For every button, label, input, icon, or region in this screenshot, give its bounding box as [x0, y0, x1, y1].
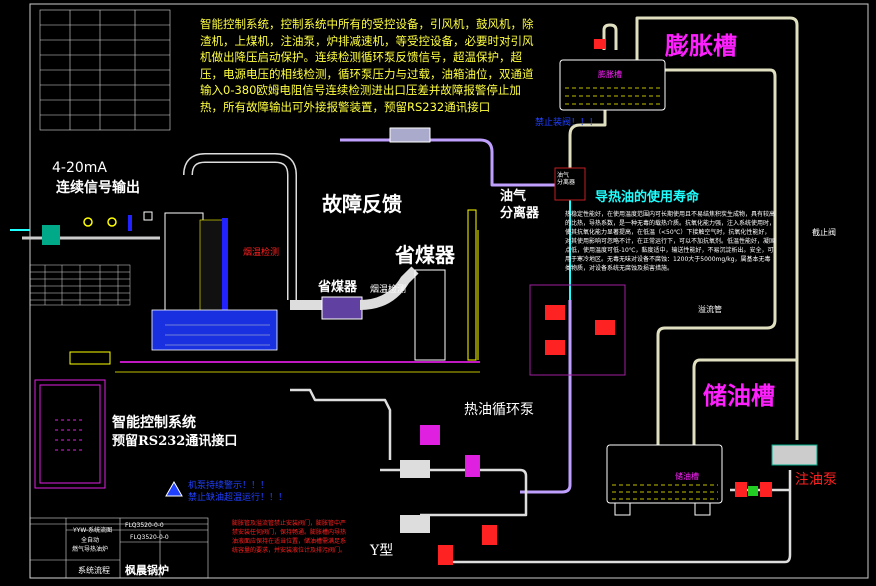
circulation-pumps — [400, 425, 497, 565]
flue-temp-label: 烟温检测 — [243, 248, 280, 258]
title-product: 全自动 燃气导热油炉 — [72, 537, 109, 553]
oil-life-title: 导热油的使用寿命 — [595, 190, 700, 205]
separator-box-label: 油气 分离器 — [557, 172, 576, 187]
warning-icon — [165, 480, 183, 497]
thermometer-icon — [128, 215, 132, 231]
gate-valve-icon — [42, 225, 60, 245]
fault-feedback-label: 故障反馈 — [322, 192, 402, 216]
economizer-label: 省煤器 — [318, 280, 358, 295]
parameter-table-mid — [29, 264, 131, 306]
y-filter-icon — [748, 486, 758, 496]
warning-text-1: 机泵持续警示！！！ — [188, 481, 270, 491]
boiler — [69, 153, 480, 373]
valve-icon — [760, 482, 772, 497]
no-valve-warning: 禁止装阀！！！ — [535, 118, 599, 128]
y-type-label: Y型 — [370, 543, 394, 559]
expansion-tank-title: 膨胀槽 — [665, 31, 737, 60]
fill-pump-icon — [771, 444, 818, 466]
reducer-icon — [69, 351, 111, 365]
chimney — [467, 209, 477, 361]
sensor-icon — [143, 211, 153, 221]
fill-pump-label: 注油泵 — [795, 472, 837, 488]
oil-life-note: 热稳定性能好，在使用温度范围内可长期使用且不易结焦积炭生成物，具有较高的比热，导… — [565, 211, 776, 272]
expansion-tank — [559, 39, 666, 111]
oil-pipes — [290, 16, 799, 564]
overflow-pipe-label: 溢流管 — [698, 305, 722, 314]
title-drawing-no-2: FLQ3520-0-0 — [130, 534, 169, 541]
valve-group — [529, 284, 626, 376]
signal-output-label: 连续信号输出 — [56, 180, 140, 196]
rs232-label: 预留RS232通讯接口 — [112, 434, 238, 449]
control-system-label: 智能控制系统 — [112, 415, 196, 431]
signal-range-label: 4-20mA — [52, 160, 107, 176]
title-drawing-no: FLQ3520-0-0 — [125, 522, 164, 529]
valve-icon — [594, 39, 606, 49]
storage-tank — [606, 444, 818, 516]
flue-temp-label: 烟温检测 — [370, 285, 407, 295]
control-system-description: 智能控制系统，控制系统中所有的受控设备，引风机，鼓风机，除渣机，上煤机，注油泵，… — [200, 17, 534, 114]
storage-tank-title: 储油槽 — [703, 381, 775, 410]
storage-tank-label: 储油槽 — [675, 472, 699, 481]
title-sheet: 系统流程 — [78, 566, 110, 575]
oil-gas-separator-label: 油气 分离器 — [500, 189, 540, 221]
pressure-gauge-icon — [107, 217, 117, 227]
circulation-pump-label: 热油循环泵 — [464, 402, 534, 418]
safety-note: 膨胀管及溢流管禁止安装阀门，膨胀管中严禁安装任何阀门，保持畅通。膨胀槽内导热油液… — [232, 520, 347, 554]
title-company: 枫晨锅炉 — [125, 564, 169, 577]
economizer-title: 省煤器 — [395, 243, 455, 267]
title-drawing-name: YYW-系统流图 — [73, 527, 113, 534]
pressure-gauge-icon — [83, 217, 93, 227]
shutoff-valve-label: 截止阀 — [812, 228, 836, 237]
title-block — [29, 517, 209, 579]
warning-text-2: 禁止缺油超温运行！！！ — [188, 493, 288, 503]
oil-gas-separator — [554, 167, 586, 201]
control-cabinet — [34, 379, 106, 489]
economizer — [290, 209, 479, 361]
parameter-table-top — [39, 9, 171, 131]
valve-icon — [735, 482, 747, 497]
signal-output-line — [10, 211, 160, 245]
expansion-tank-label: 膨胀槽 — [598, 70, 622, 79]
